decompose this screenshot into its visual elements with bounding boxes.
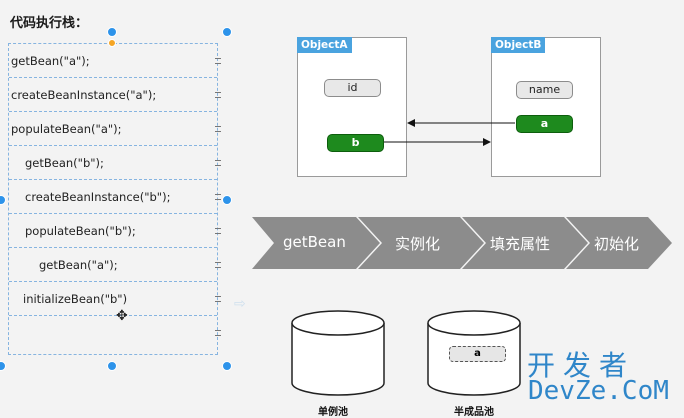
step-label-instantiate: 实例化 [395, 235, 441, 253]
stack-title: 代码执行栈： [10, 16, 89, 31]
stack-row: populateBean("b"); [9, 214, 221, 248]
process-band [252, 217, 672, 269]
watermark-en: DevZe.CoM [528, 376, 669, 406]
grip-icon [215, 296, 221, 302]
grip-icon [215, 228, 221, 234]
resize-handle-top-right[interactable] [222, 27, 232, 37]
rotate-handle[interactable] [108, 39, 116, 47]
grip-icon [215, 330, 221, 336]
step-label-getbean: getBean [283, 233, 346, 251]
stack-row: populateBean("a"); [9, 112, 221, 146]
half-pool-label: 半成品池 [454, 403, 494, 418]
half-pool-cylinder [427, 310, 521, 396]
object-a-title: ObjectA [297, 37, 352, 53]
resize-handle-bottom-right[interactable] [222, 361, 232, 371]
stack-row: getBean("a"); [9, 248, 221, 282]
object-a-box: ObjectA id b [297, 37, 407, 177]
resize-handle-right[interactable] [222, 195, 232, 205]
watermark-cn: 开发者 [527, 349, 636, 382]
step-chevron-1 [252, 217, 380, 269]
stack-row-text: getBean("a"); [11, 54, 90, 68]
stack-row-text: getBean("a"); [39, 258, 118, 272]
move-cursor-icon: ✥ [116, 308, 128, 324]
step-label-initialize: 初始化 [594, 235, 640, 253]
singleton-pool-cylinder [291, 310, 385, 396]
half-pool-item: a [449, 346, 506, 362]
object-b-title: ObjectB [491, 37, 546, 53]
step-chevron-3 [462, 217, 588, 269]
stack-row: initializeBean("b") [9, 282, 221, 316]
stack-row-text: initializeBean("b") [23, 292, 128, 306]
step-chevron-4 [566, 217, 672, 269]
stack-row: createBeanInstance("a"); [9, 78, 221, 112]
resize-handle-left[interactable] [0, 195, 6, 205]
step-chevron-2 [358, 217, 484, 269]
object-b-field-a: a [516, 115, 573, 133]
resize-handle-bottom[interactable] [107, 361, 117, 371]
stack-row-text: populateBean("a"); [11, 122, 122, 136]
grip-icon [215, 160, 221, 166]
grip-icon [215, 194, 221, 200]
resize-handle-top[interactable] [107, 27, 117, 37]
stack-row: createBeanInstance("b"); [9, 180, 221, 214]
singleton-pool-label: 单例池 [318, 403, 348, 418]
stack-row [9, 316, 221, 350]
arrow-right-icon: ⇨ [234, 296, 246, 312]
step-label-populate: 填充属性 [490, 235, 551, 253]
grip-icon [215, 126, 221, 132]
object-b-field-name: name [516, 81, 573, 99]
grip-icon [215, 92, 221, 98]
stack-row-text: getBean("b"); [25, 156, 104, 170]
stack-row-text: createBeanInstance("b"); [25, 190, 171, 204]
object-a-field-id: id [324, 79, 381, 97]
stack-row-text: populateBean("b"); [25, 224, 136, 238]
resize-handle-bottom-left[interactable] [0, 361, 6, 371]
object-a-field-b: b [327, 134, 384, 152]
stack-row: getBean("a"); [9, 44, 221, 78]
stack-row-text: createBeanInstance("a"); [11, 88, 157, 102]
object-b-box: ObjectB name a [491, 37, 601, 177]
execution-stack[interactable]: getBean("a"); createBeanInstance("a"); p… [8, 43, 221, 355]
grip-icon [215, 58, 221, 64]
grip-icon [215, 262, 221, 268]
stack-row: getBean("b"); [9, 146, 221, 180]
